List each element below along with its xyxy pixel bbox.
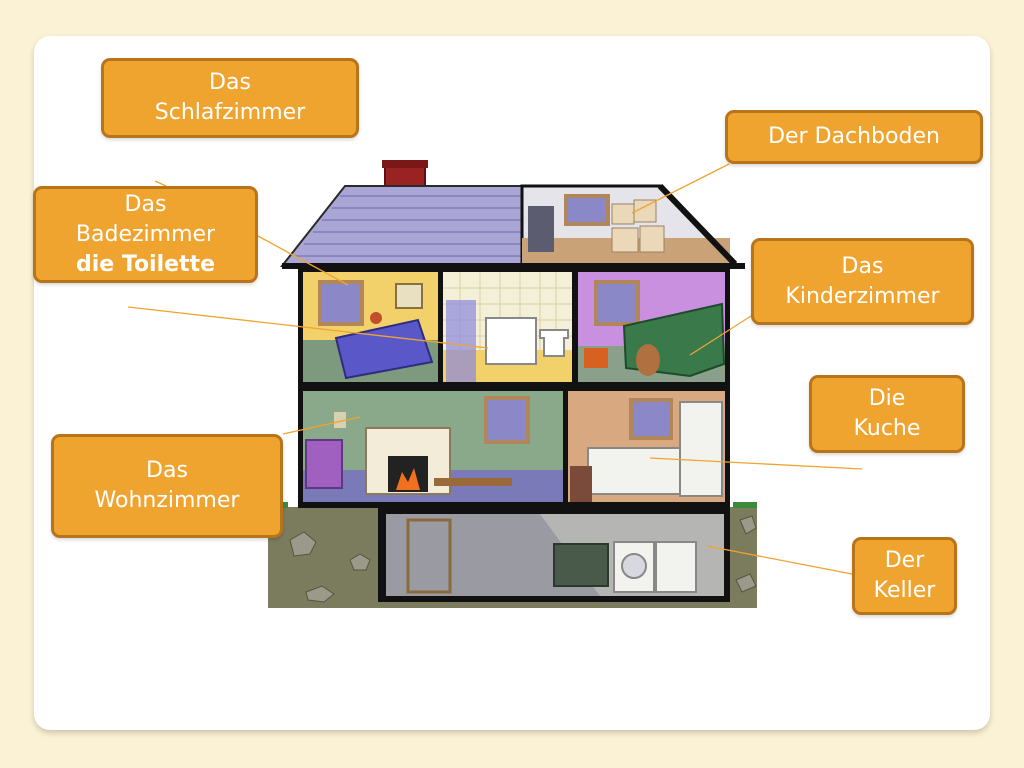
basement-shelf (406, 518, 452, 594)
coffee-table (434, 478, 512, 486)
roof-edge-right (657, 183, 738, 267)
connector-schlafzimmer (257, 235, 349, 286)
bedroom-picture (395, 283, 423, 309)
label-keller: Der Keller (852, 537, 957, 615)
label-schlafzimmer-line2: Schlafzimmer (154, 100, 306, 125)
washing-machine (613, 541, 655, 593)
toy-dog-icon (636, 344, 660, 376)
sink-cabinet (485, 317, 537, 365)
toilet-icon (539, 329, 569, 357)
label-badezimmer: Das Badezimmer die Toilette (33, 186, 258, 283)
label-schlafzimmer-line1: Das (209, 70, 251, 95)
connector-schlafzimmer-top (154, 180, 167, 187)
label-keller-line2: Keller (873, 578, 936, 603)
kitchen-window (629, 398, 673, 440)
label-kuche-line2: Kuche (853, 416, 921, 441)
kidsroom-window (594, 280, 640, 326)
label-kuche-line1: Die (868, 386, 906, 411)
fridge (679, 401, 723, 497)
connector-wohnzimmer (282, 416, 361, 435)
label-wohnzimmer-line2: Wohnzimmer (94, 488, 240, 513)
roof-shingles (295, 195, 522, 257)
grass-right (733, 502, 757, 508)
label-wohnzimmer-line1: Das (146, 458, 188, 483)
label-dachboden-text: Der Dachboden (768, 124, 940, 149)
dryer (655, 541, 697, 593)
shower (446, 300, 476, 382)
connector-dachboden (631, 163, 730, 214)
washer-door-icon (621, 553, 647, 579)
lamp-icon (334, 412, 346, 428)
connector-kinderzimmer (689, 315, 752, 356)
roof-left (279, 185, 523, 268)
fire-icon (396, 468, 420, 490)
label-kinderzimmer: Das Kinderzimmer (751, 238, 974, 325)
label-wohnzimmer: Das Wohnzimmer (51, 434, 283, 538)
ground-rocks (289, 515, 757, 603)
label-badezimmer-line1: Das (124, 191, 167, 217)
alarm-clock-icon (370, 312, 382, 324)
label-keller-line1: Der (884, 548, 925, 573)
attic-wardrobe (528, 206, 554, 252)
label-kinderzimmer-line1: Das (841, 253, 884, 279)
connector-keller (706, 545, 853, 575)
bedroom-bed (334, 318, 434, 380)
armchair (305, 439, 343, 489)
trash-can (570, 466, 592, 502)
connector-badezimmer (127, 306, 489, 349)
label-badezimmer-line2: Badezimmer (75, 221, 216, 247)
chimney-cap (382, 160, 428, 168)
connector-lines (127, 163, 863, 575)
label-schlafzimmer: Das Schlafzimmer (101, 58, 359, 138)
bedroom-window (318, 280, 364, 326)
furnace (553, 543, 609, 587)
label-kuche: Die Kuche (809, 375, 965, 453)
label-kinderzimmer-line2: Kinderzimmer (785, 283, 940, 309)
label-dachboden: Der Dachboden (725, 110, 983, 164)
kitchen-counter (587, 447, 681, 495)
attic-boxes (611, 199, 665, 253)
label-toilette: die Toilette (75, 251, 216, 277)
toy-box (584, 348, 608, 368)
connector-kuche (649, 457, 863, 470)
attic-window (564, 194, 610, 226)
livingroom-window (484, 396, 530, 444)
